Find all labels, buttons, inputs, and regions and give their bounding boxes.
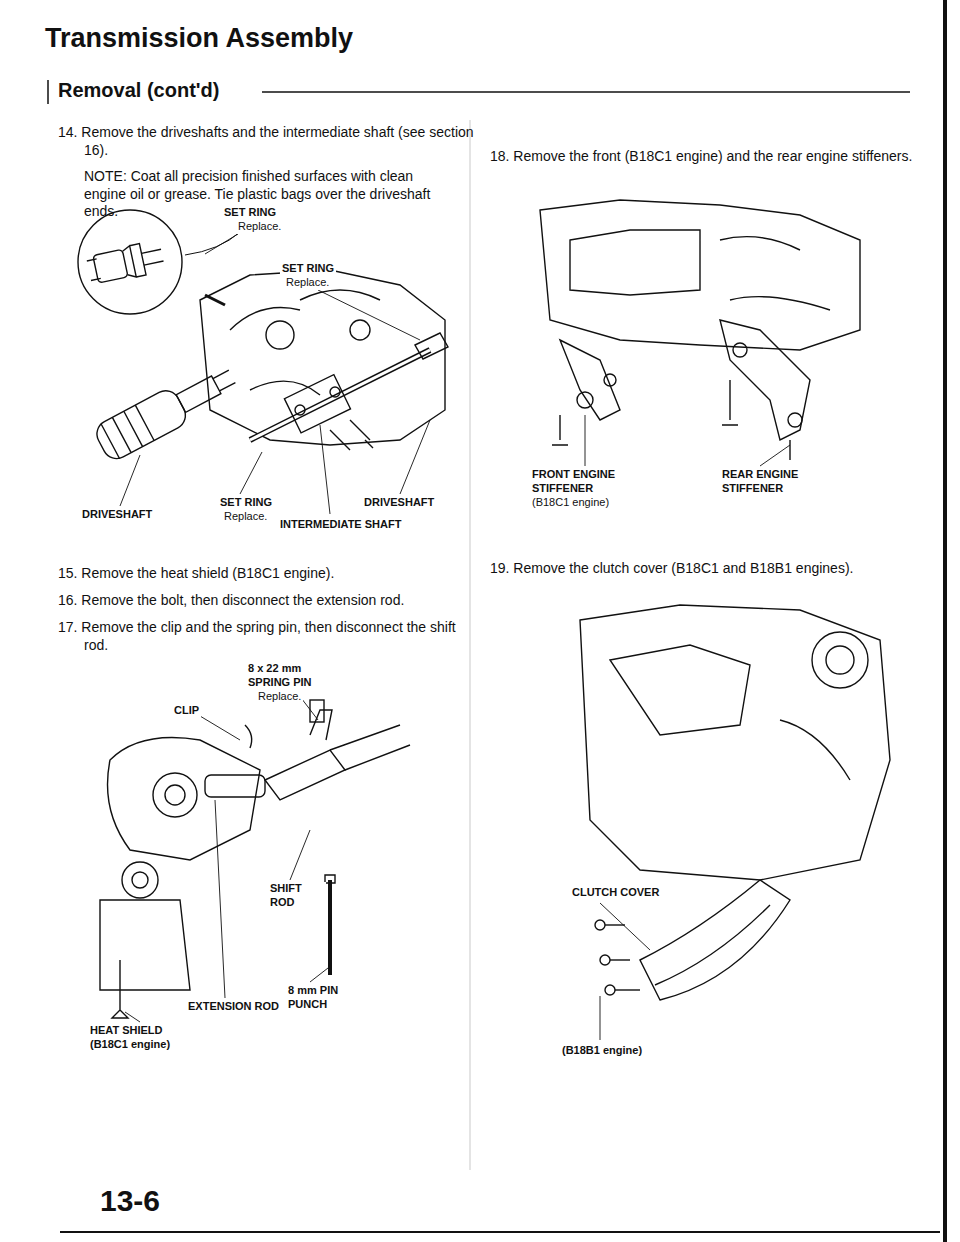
step-text: 17. Remove the clip and the spring pin, … — [58, 619, 479, 654]
part-label: FRONT ENGINE STIFFENER — [530, 468, 654, 496]
step-text: 15. Remove the heat shield (B18C1 engine… — [58, 565, 479, 583]
part-label: REAR ENGINE STIFFENER — [720, 468, 834, 496]
part-note: (B18C1 engine) — [530, 496, 611, 510]
section-heading: Removal (cont'd) — [58, 78, 219, 103]
part-label: SET RING — [222, 206, 278, 220]
part-label: HEAT SHIELD (B18C1 engine) — [88, 1024, 202, 1052]
part-label: (B18B1 engine) — [560, 1044, 644, 1058]
part-note: Replace. — [222, 510, 269, 524]
part-note: Replace. — [236, 220, 283, 234]
step-text: 18. Remove the front (B18C1 engine) and … — [490, 148, 936, 166]
part-note: Replace. — [284, 276, 331, 290]
step-text: 19. Remove the clutch cover (B18C1 and B… — [490, 560, 936, 578]
step-text: 16. Remove the bolt, then disconnect the… — [58, 592, 479, 610]
part-label: 8 mm PIN PUNCH — [286, 984, 364, 1012]
part-label: DRIVESHAFT — [362, 496, 436, 510]
part-label: EXTENSION ROD — [186, 1000, 281, 1014]
part-label: SHIFT ROD — [268, 882, 326, 910]
part-label: INTERMEDIATE SHAFT — [278, 518, 403, 532]
part-label: DRIVESHAFT — [80, 508, 154, 522]
part-label: CLUTCH COVER — [570, 886, 661, 900]
part-label: SET RING — [218, 496, 274, 510]
part-note: Replace. — [256, 690, 303, 704]
page-number: 13-6 — [100, 1182, 160, 1220]
page-title: Transmission Assembly — [45, 22, 353, 56]
step-text: 14. Remove the driveshafts and the inter… — [58, 124, 479, 159]
part-label: CLIP — [172, 704, 201, 718]
part-label: 8 x 22 mm SPRING PIN — [246, 662, 342, 690]
part-label: SET RING — [280, 262, 336, 276]
